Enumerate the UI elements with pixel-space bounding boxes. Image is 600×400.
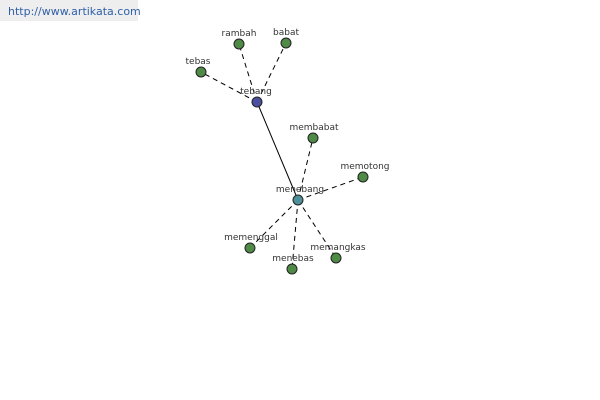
nodes-layer: [195, 37, 369, 275]
edge-tebang-menebang: [256, 101, 299, 201]
edge-menebang-membabat: [297, 137, 314, 201]
labels-layer: tebang menebang rambah babat tebas membabat me…: [186, 28, 390, 264]
edge-menebang-memangkas: [297, 199, 337, 259]
node-babat[interactable]: [280, 37, 292, 49]
edge-tebang-babat: [256, 42, 287, 103]
node-membabat[interactable]: [307, 132, 319, 144]
node-label-rambah: rambah: [222, 29, 257, 39]
node-memangkas[interactable]: [330, 252, 342, 264]
edge-tebang-tebas: [200, 71, 258, 103]
node-menebas[interactable]: [286, 263, 298, 275]
node-rambah[interactable]: [233, 38, 245, 50]
node-memenggal[interactable]: [244, 242, 256, 254]
node-menebang[interactable]: [292, 194, 304, 206]
node-label-tebas: tebas: [186, 57, 211, 67]
node-tebang[interactable]: [251, 96, 263, 108]
node-tebas[interactable]: [195, 66, 207, 78]
edge-menebang-memotong: [297, 176, 364, 201]
node-label-tebang: tebang: [240, 87, 272, 97]
node-label-menebas: menebas: [272, 254, 314, 264]
edge-menebang-memenggal: [249, 199, 299, 249]
node-label-membabat: membabat: [289, 123, 339, 133]
edges-layer: [200, 42, 364, 270]
source-link[interactable]: http://www.artikata.com: [8, 5, 141, 18]
edge-menebang-menebas: [291, 199, 299, 270]
node-memotong[interactable]: [357, 171, 369, 183]
node-label-memangkas: memangkas: [310, 243, 366, 253]
edge-tebang-rambah: [238, 43, 258, 103]
node-label-babat: babat: [273, 28, 299, 38]
node-label-memotong: memotong: [340, 162, 389, 172]
node-label-memenggal: memenggal: [224, 233, 278, 243]
node-label-menebang: menebang: [276, 185, 324, 195]
source-bar: http://www.artikata.com: [0, 0, 141, 21]
